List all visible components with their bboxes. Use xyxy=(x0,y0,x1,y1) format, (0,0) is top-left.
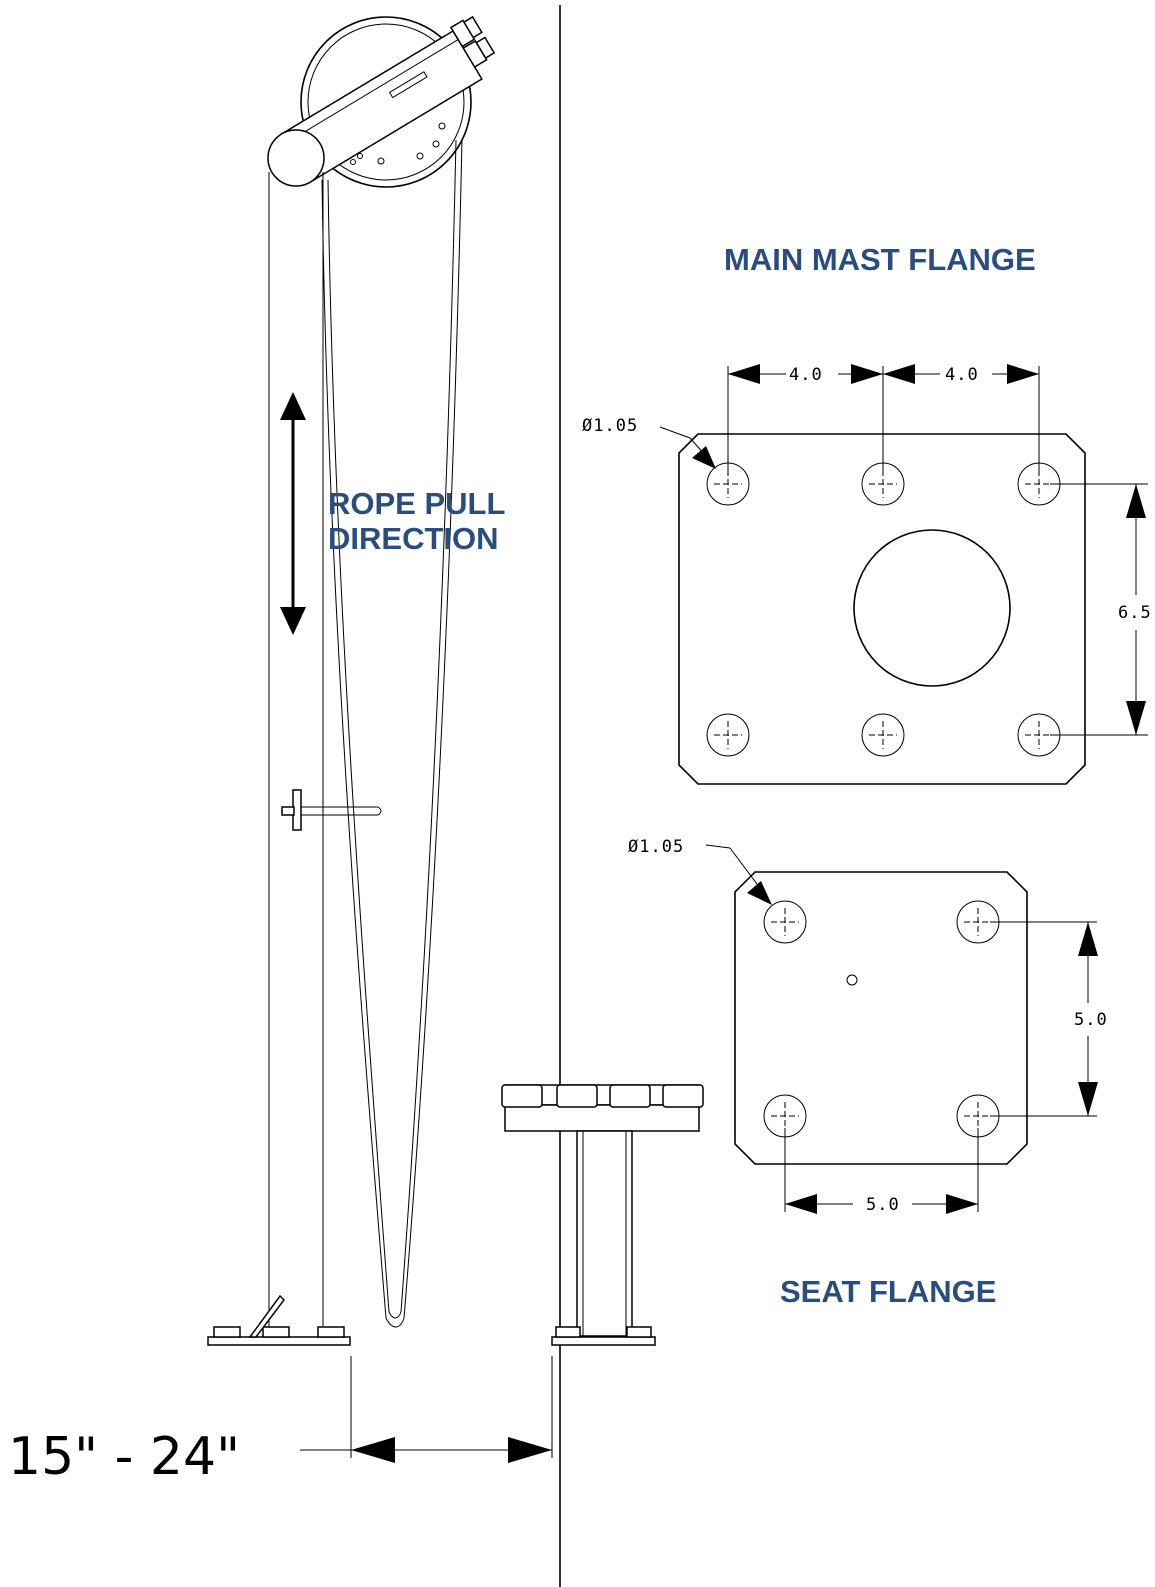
pulley-holes xyxy=(350,122,446,165)
pulley-wheel-outer xyxy=(300,16,472,188)
rope-loop-inner xyxy=(327,139,457,1319)
main-flange-spacing-left: 4.0 xyxy=(789,365,823,385)
rope-pull-arrow xyxy=(280,392,306,635)
seat-flange-horizontal-dim: 5.0 xyxy=(866,1195,900,1215)
seat-flange-bolt-holes xyxy=(763,900,1000,1138)
main-flange-center-hole xyxy=(853,529,1011,687)
seat-flange-plate xyxy=(734,871,1028,1165)
main-flange-bolt-holes xyxy=(706,462,1061,757)
seat-flange-pin-hole xyxy=(846,974,858,986)
mast-assembly xyxy=(207,15,496,1346)
rope-loop xyxy=(321,139,463,1328)
mast-base-plate xyxy=(207,1294,351,1346)
rope-cleat xyxy=(281,789,382,831)
rope-pull-label-line1: ROPE PULL xyxy=(328,486,505,521)
arm-end-cap xyxy=(267,129,325,187)
main-flange-vertical-dim: 6.5 xyxy=(1118,603,1152,623)
main-flange-plate xyxy=(678,433,1086,785)
distance-dimension xyxy=(300,1356,553,1463)
main-flange-spacing-right: 4.0 xyxy=(945,365,979,385)
seat-flange-drawing xyxy=(705,844,1098,1214)
main-mast-flange-drawing xyxy=(659,364,1148,785)
rope-pull-label-line2: DIRECTION xyxy=(328,521,499,556)
pulley-wheel-inner xyxy=(307,23,465,181)
main-mast-flange-title: MAIN MAST FLANGE xyxy=(724,242,1036,277)
seat-flange-title: SEAT FLANGE xyxy=(780,1274,996,1309)
seat-flange-hole-diameter: Ø1.05 xyxy=(628,837,684,857)
seat-flange-vertical-dim: 5.0 xyxy=(1074,1010,1108,1030)
pulley-arm xyxy=(280,15,496,184)
main-flange-hole-diameter: Ø1.05 xyxy=(582,416,638,436)
seat-assembly xyxy=(501,1084,704,1346)
distance-range-label: 15" - 24" xyxy=(8,1427,240,1487)
